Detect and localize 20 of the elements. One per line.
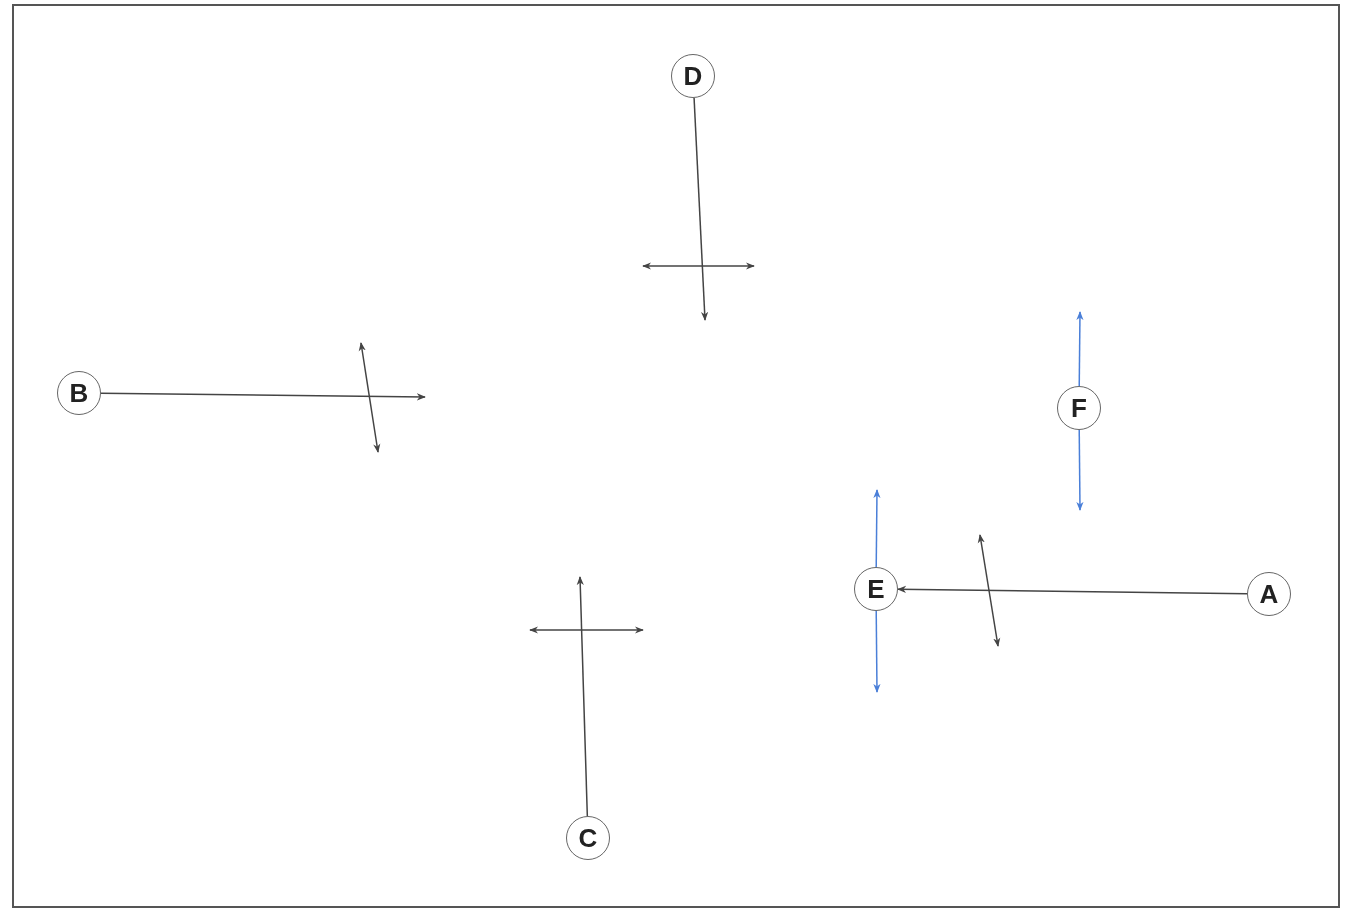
arrow — [1076, 311, 1084, 387]
arrow — [1076, 429, 1084, 511]
arrow — [873, 489, 881, 568]
node-letter: B — [69, 377, 89, 409]
node-circle — [566, 816, 610, 860]
arrow — [693, 97, 709, 321]
node-letter: A — [1259, 578, 1279, 610]
node-letter: E — [867, 573, 885, 605]
node-letter: D — [683, 60, 703, 92]
node-circle — [1057, 386, 1101, 430]
node-circle — [671, 54, 715, 98]
arrow — [873, 610, 881, 693]
node-letter: C — [578, 822, 598, 854]
node-circle — [854, 567, 898, 611]
arrow — [100, 392, 426, 401]
arrow — [897, 585, 1248, 595]
node-letter: F — [1071, 392, 1087, 424]
arrow — [576, 576, 589, 817]
node-circle — [1247, 572, 1291, 616]
node-circle — [57, 371, 101, 415]
